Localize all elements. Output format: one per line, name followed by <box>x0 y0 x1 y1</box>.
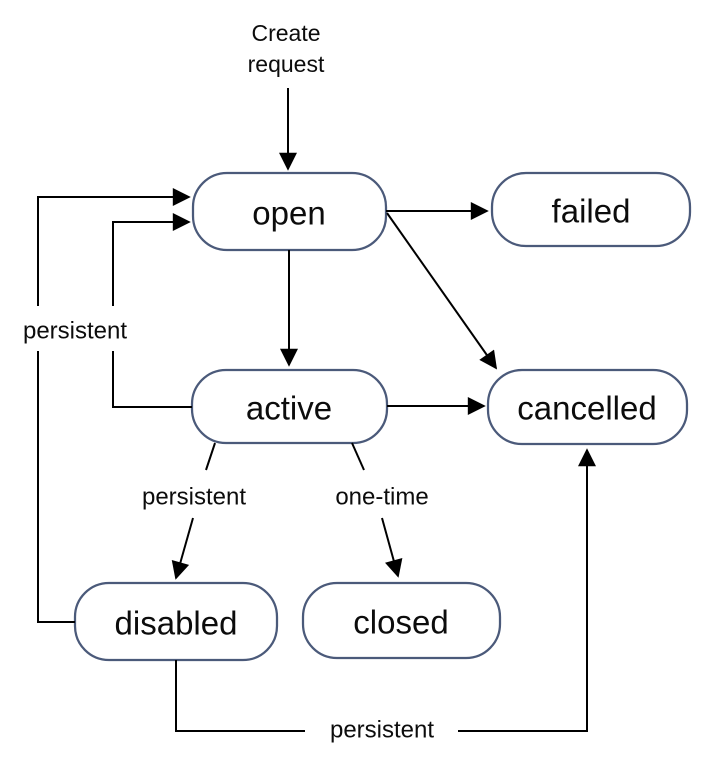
edge-persistent-to-disabled <box>171 517 194 580</box>
state-node-failed: failed <box>490 171 692 248</box>
edge-disabled-to-open <box>37 188 191 623</box>
active-persistent-label: persistent <box>142 483 246 510</box>
edge-active-persistent-stub <box>205 442 216 471</box>
create-request-label-line2: request <box>248 51 325 77</box>
state-node-failed-label: failed <box>552 193 631 230</box>
state-node-closed-label: closed <box>353 604 448 641</box>
state-node-disabled-label: disabled <box>115 605 238 642</box>
state-node-disabled: disabled <box>73 581 279 662</box>
left-persistent-label: persistent <box>23 317 127 344</box>
edge-active-one-time-stub <box>351 442 365 471</box>
create-request-label-line1: Create <box>251 20 320 46</box>
edge-one-time-to-closed <box>381 517 403 578</box>
state-node-cancelled: cancelled <box>486 368 689 446</box>
edge-open-to-cancelled <box>386 212 498 370</box>
state-node-open-label: open <box>252 195 325 232</box>
bottom-persistent-label-bg <box>305 711 458 746</box>
state-node-cancelled-label: cancelled <box>517 390 656 427</box>
state-node-failed-shape <box>490 171 692 248</box>
state-node-cancelled-shape <box>486 368 689 446</box>
state-node-closed-shape <box>301 581 502 660</box>
state-node-active-label: active <box>246 390 332 427</box>
state-node-active: active <box>190 368 389 445</box>
bottom-persistent-label: persistent <box>330 716 434 743</box>
state-node-open: open <box>191 171 388 252</box>
state-node-closed: closed <box>301 581 502 660</box>
active-one-time-label: one-time <box>335 483 428 510</box>
left-persistent-label-bg <box>16 306 137 351</box>
